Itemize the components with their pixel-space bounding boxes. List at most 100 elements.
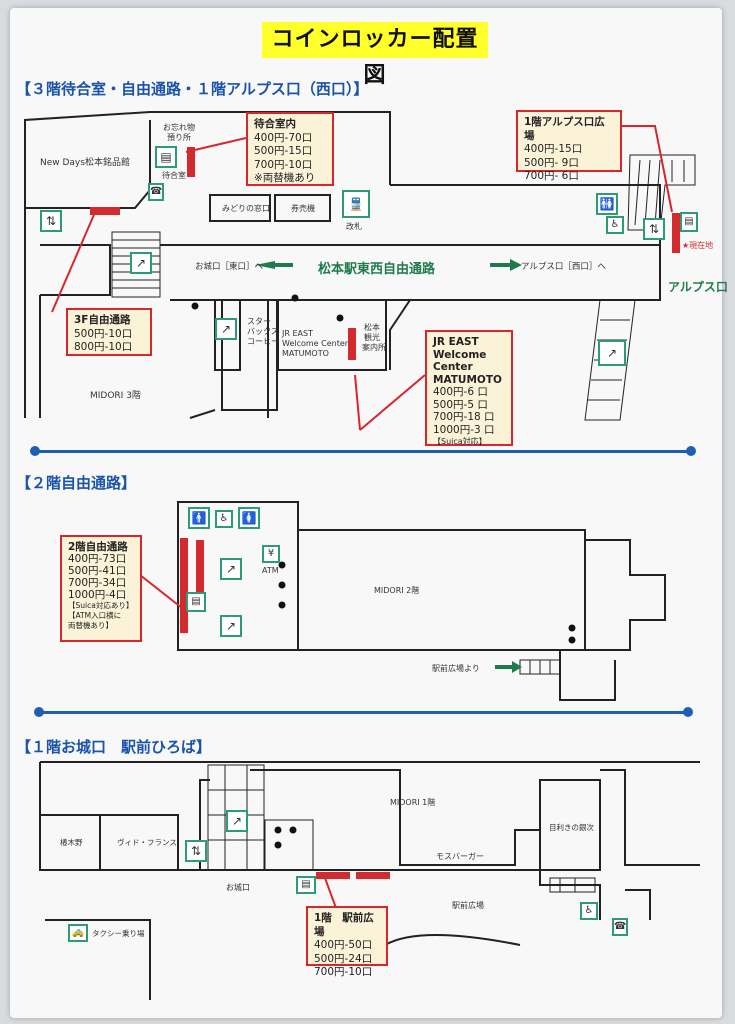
box-title: 待合室内 bbox=[254, 118, 296, 130]
box-line: 700円-34口 bbox=[68, 577, 127, 589]
escalator-icon: ↗ bbox=[598, 340, 626, 366]
locker-icon: ▤ bbox=[186, 592, 206, 612]
box-line: 700円-10口 bbox=[254, 158, 313, 171]
label-midori-1f: MIDORI 1階 bbox=[390, 798, 436, 807]
accessible-toilet-icon: ♿ bbox=[215, 510, 233, 528]
label-starbucks-2: バックス bbox=[247, 327, 279, 336]
label-jr-east-2: Welcome Center bbox=[282, 339, 349, 348]
locker-alps-plaza bbox=[672, 213, 680, 253]
box-note: 【Suica対応】 bbox=[433, 437, 487, 446]
divider-2-left-dot bbox=[34, 707, 44, 717]
label-starbucks-3: コーヒー bbox=[247, 337, 279, 346]
box-note: 【Suica対応あり】 bbox=[68, 601, 134, 610]
escalator-icon: ↗ bbox=[226, 810, 248, 832]
escalator-icon: ↗ bbox=[215, 318, 237, 340]
section-2f-title: 【２階自由通路】 bbox=[16, 474, 137, 492]
escalator-icon: ↗ bbox=[220, 615, 242, 637]
label-alps-direction: アルプス口［西口］へ bbox=[521, 262, 606, 272]
locker-3f-passage bbox=[90, 207, 120, 215]
label-lost-found: お忘れ物 bbox=[163, 123, 195, 132]
label-newdays: New Days松本銘品館 bbox=[40, 158, 130, 168]
label-mekiki: 目利きの銀次 bbox=[549, 823, 594, 832]
box-line: 400円-15口 bbox=[524, 143, 583, 155]
box-line: 500円-10口 bbox=[74, 327, 133, 340]
phone-icon: ☎ bbox=[612, 918, 628, 936]
box-line: 1000円-4口 bbox=[68, 589, 127, 601]
locker-1f-b bbox=[356, 872, 390, 879]
info-box-alps-plaza: 1階アルプス口広場 400円-15口 500円- 9口 700円- 6口 bbox=[516, 110, 622, 182]
label-starbucks: スター bbox=[247, 317, 271, 326]
toilet-icon: 🚺 bbox=[238, 507, 260, 529]
label-ticket-machine: 券売機 bbox=[291, 204, 315, 213]
label-passage-name: 松本駅東西自由通路 bbox=[318, 262, 436, 277]
box-line: 700円-10口 bbox=[314, 966, 373, 978]
label-lost-found-2: 預り所 bbox=[167, 133, 191, 142]
locker-2f-left bbox=[180, 538, 188, 633]
box-note: 【ATM入口横に bbox=[68, 611, 122, 620]
label-midori-3f: MIDORI 3階 bbox=[90, 391, 141, 401]
divider-2-right-dot bbox=[683, 707, 693, 717]
label-atm: ATM bbox=[262, 566, 279, 575]
locker-icon: ▤ bbox=[296, 876, 316, 894]
label-tourist-info-2: 観光 bbox=[364, 333, 380, 342]
label-vie-de-france: ヴィド・フランス bbox=[117, 838, 177, 847]
box-line: 1000円-3 口 bbox=[433, 423, 495, 436]
toilet-icon: 🚻 bbox=[596, 193, 618, 215]
box-line: 400円-50口 bbox=[314, 939, 373, 951]
label-alps-sign: アルプス口 bbox=[668, 280, 728, 294]
label-ekimae-from: 駅前広場より bbox=[432, 664, 480, 673]
elevator-icon: ⇅ bbox=[643, 218, 665, 240]
taxi-icon: 🚕 bbox=[68, 924, 88, 942]
label-mos-burger: モスバーガー bbox=[436, 852, 484, 861]
elevator-icon: ⇅ bbox=[185, 840, 207, 862]
map-title: コインロッカー配置図 bbox=[262, 22, 488, 88]
locker-2f-inner bbox=[196, 540, 204, 595]
label-current-location: ★現在地 bbox=[682, 241, 714, 250]
box-line: 400円-70口 bbox=[254, 131, 313, 144]
label-tsubakiya: 椿木野 bbox=[60, 838, 83, 847]
box-title: 2階自由通路 bbox=[68, 541, 128, 553]
label-jr-east: JR EAST bbox=[282, 329, 313, 338]
box-line: 700円- 6口 bbox=[524, 170, 579, 182]
box-line: 400円-73口 bbox=[68, 553, 127, 565]
section-1f-title: 【１階お城口 駅前ひろば】 bbox=[16, 738, 212, 756]
box-title: 3F自由通路 bbox=[74, 314, 131, 326]
box-title: JR EAST bbox=[433, 336, 479, 348]
locker-jr-welcome bbox=[348, 328, 356, 360]
label-tourist-info-3: 案内所 bbox=[362, 343, 386, 352]
label-oshiro-direction: お城口［東口］へ bbox=[195, 262, 264, 272]
phone-icon: ☎ bbox=[148, 183, 164, 201]
box-line: 700円-18 口 bbox=[433, 411, 495, 423]
box-line: 500円-41口 bbox=[68, 565, 127, 577]
divider-1 bbox=[36, 450, 691, 453]
box-line: 800円-10口 bbox=[74, 341, 133, 353]
escalator-icon: ↗ bbox=[220, 558, 242, 580]
box-title-3: MATUMOTO bbox=[433, 373, 502, 386]
locker-icon: ▤ bbox=[680, 212, 698, 232]
box-line: 500円-24口 bbox=[314, 952, 373, 965]
locker-waiting-room bbox=[187, 147, 195, 177]
accessible-toilet-icon: ♿ bbox=[580, 902, 598, 920]
box-line: 500円- 9口 bbox=[524, 156, 579, 169]
box-note: 両替機あり】 bbox=[68, 621, 113, 630]
label-ekimae-plaza: 駅前広場 bbox=[452, 901, 484, 910]
info-box-1f-plaza: 1階 駅前広場 400円-50口 500円-24口 700円-10口 bbox=[306, 906, 388, 978]
divider-1-right-dot bbox=[686, 446, 696, 456]
label-oshiro-exit: お城口 bbox=[226, 883, 250, 892]
info-box-3f-passage: 3F自由通路 500円-10口 800円-10口 bbox=[66, 308, 152, 356]
label-midori-2f: MIDORI 2階 bbox=[374, 586, 420, 595]
escalator-icon: ↗ bbox=[130, 252, 152, 274]
info-box-2f-passage: 2階自由通路 400円-73口 500円-41口 700円-34口 1000円-… bbox=[60, 535, 142, 642]
label-waiting-room: 待合室 bbox=[162, 171, 186, 180]
label-tourist-info: 松本 bbox=[364, 323, 380, 332]
toilet-icon: 🚹 bbox=[188, 507, 210, 529]
locker-icon: ▤ bbox=[155, 146, 177, 168]
info-box-waiting-room: 待合室内 400円-70口 500円-15口 700円-10口 ※両替機あり bbox=[246, 112, 334, 186]
elevator-icon: ⇅ bbox=[40, 210, 62, 232]
box-title: 1階 駅前広場 bbox=[314, 912, 374, 938]
box-line: ※両替機あり bbox=[254, 172, 316, 184]
section-3f-title: 【３階待合室・自由通路・１階アルプス口（西口）】 bbox=[16, 80, 369, 98]
train-icon: 🚆 bbox=[342, 190, 370, 218]
box-line: 500円-5 口 bbox=[433, 398, 488, 411]
